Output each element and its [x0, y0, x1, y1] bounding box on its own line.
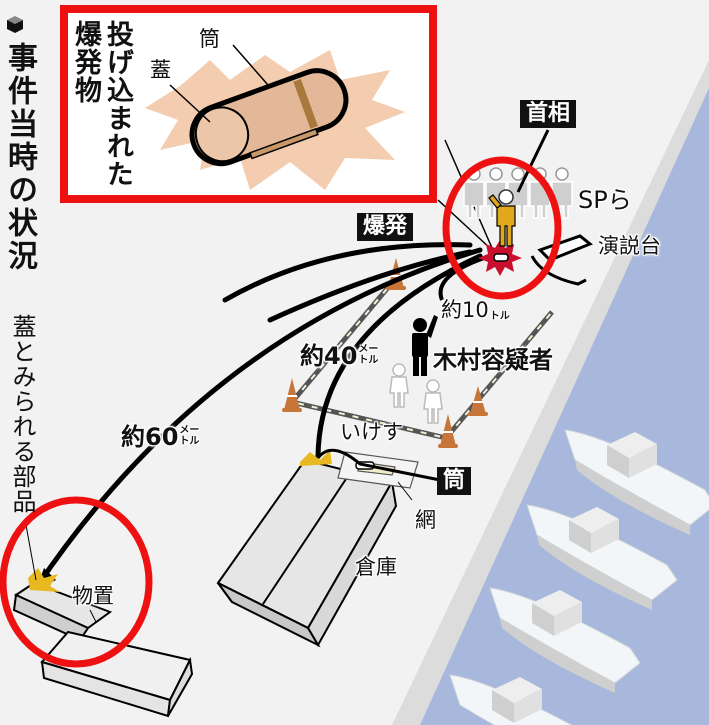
boat	[489, 587, 641, 693]
distance-40m: 約40メートル	[300, 344, 378, 368]
label-podium: 演説台	[598, 234, 661, 258]
boat	[449, 674, 573, 725]
label-storage-shed: 物置	[72, 584, 114, 608]
inset-label-lid: 蓋	[150, 58, 171, 82]
bystander-figures	[389, 363, 443, 424]
distance-40m-value: 約40	[300, 342, 358, 370]
label-explosion: 爆発	[357, 213, 414, 241]
distance-10m-value: 約10	[441, 298, 489, 322]
barrier-rope-stripes	[290, 277, 553, 440]
inset-label-tube: 筒	[199, 27, 220, 51]
inset-title-line2: 爆発物	[70, 20, 101, 104]
explosive-device-illustration	[145, 44, 405, 190]
label-tube: 筒	[437, 467, 472, 495]
boat	[526, 504, 678, 610]
suspect-figure	[412, 315, 438, 376]
label-suspect: 木村容疑者	[433, 346, 553, 374]
storage-shed	[12, 581, 194, 718]
distance-10m-unit: トル	[489, 311, 510, 322]
highlight-circle-podium	[442, 156, 562, 300]
prime-minister-figure	[488, 189, 516, 247]
highlight-circle-shed	[0, 496, 153, 668]
distance-60m-unit: メートル	[179, 425, 200, 447]
distance-40m-unit: メートル	[358, 344, 379, 366]
label-net: 網	[415, 508, 436, 532]
distance-60m-value: 約60	[121, 423, 179, 451]
label-sp: SPら	[578, 186, 632, 214]
page-title: 事件当時の状況	[2, 42, 37, 273]
label-warehouse: 倉庫	[355, 555, 397, 579]
label-prime-minister: 首相	[520, 100, 577, 128]
side-label-lid-part: 蓋とみられる部品	[8, 314, 36, 514]
inset-title-line1: 投げ込まれた	[102, 20, 133, 188]
label-fish-pen: いけす	[340, 420, 403, 444]
distance-60m: 約60メートル	[121, 425, 199, 449]
warehouse	[216, 458, 398, 648]
quay-edge	[392, 60, 709, 725]
boat	[564, 429, 709, 535]
cube-icon	[7, 16, 23, 33]
